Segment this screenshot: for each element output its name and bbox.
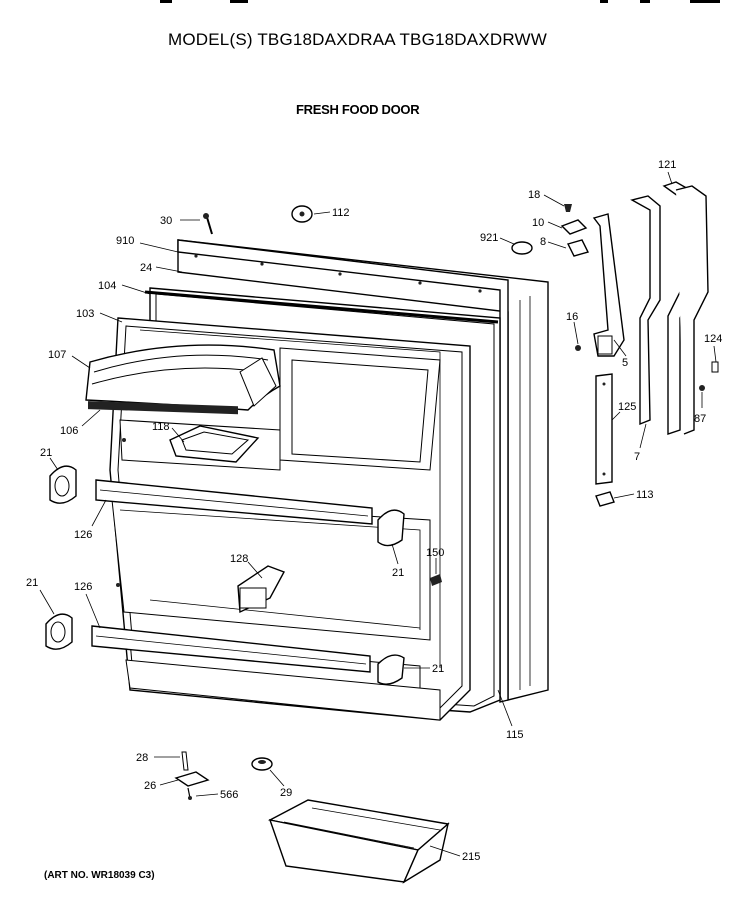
callout-labels: 30 112 910 24 104 103 107 106 118 21 126… [26,159,722,863]
scan-edge-mark [160,0,172,3]
callout-5: 5 [622,357,628,369]
screw-566 [187,787,192,800]
callout-26: 26 [144,780,156,792]
callout-113: 113 [636,489,654,501]
hinge-strip-7 [630,195,661,426]
callout-150: 150 [426,547,444,559]
scan-edge-mark [230,0,248,3]
callout-29: 29 [280,787,292,799]
dairy-door [85,344,281,415]
callout-103: 103 [76,308,94,320]
callout-21-d: 21 [432,663,444,675]
callout-107: 107 [48,349,66,361]
small-parts-right [511,204,719,391]
callout-21-c: 21 [26,577,38,589]
hinge-pin-113 [595,491,615,507]
callout-16: 16 [566,311,578,323]
callout-910: 910 [116,235,134,247]
callout-921: 921 [480,232,498,244]
callout-121: 121 [658,159,676,171]
art-number: (ART NO. WR18039 C3) [44,870,155,881]
scan-edge-mark [600,0,608,3]
callout-125: 125 [618,401,636,413]
callout-104: 104 [98,280,116,292]
door-liner [109,317,471,721]
callout-112: 112 [332,207,350,219]
callout-24: 24 [140,262,152,274]
callout-18: 18 [528,189,540,201]
end-cap-right-lower [377,654,405,685]
callout-215: 215 [462,851,480,863]
callout-28: 28 [136,752,148,764]
callout-87: 87 [694,413,706,425]
callout-126-a: 126 [74,529,92,541]
cap-29 [251,757,273,771]
callout-7: 7 [634,451,640,463]
butter-tray [169,425,260,463]
callout-106: 106 [60,425,78,437]
hinge-strip-121 [662,181,709,435]
callout-30: 30 [160,215,172,227]
scan-edge-mark [640,0,650,3]
callout-124: 124 [704,333,722,345]
model-numbers: MODEL(S) TBG18DAXDRAA TBG18DAXDRWW [168,30,547,49]
callout-21-a: 21 [40,447,52,459]
cap-112 [291,205,313,223]
end-cap-left-upper [49,465,77,504]
door-bin [267,799,450,884]
callout-118: 118 [152,421,170,433]
leader-lines [39,171,717,857]
section-title: FRESH FOOD DOOR [296,102,420,117]
screw-150 [430,574,442,586]
bin-bracket [237,565,285,614]
scan-edge-mark [690,0,720,3]
callout-115: 115 [506,729,524,741]
door-outer-shell [177,239,549,703]
hinge-bracket-5 [592,213,625,357]
callout-8: 8 [540,236,546,248]
callout-21-b: 21 [392,567,404,579]
end-cap-right-upper [377,509,405,547]
callout-10: 10 [532,217,544,229]
shelf-bar-lower [91,625,371,673]
screw-30 [203,213,213,235]
callout-126-b: 126 [74,581,92,593]
end-cap-left-lower [45,613,73,650]
part-26 [174,771,210,787]
hinge-cover-125 [595,373,613,485]
callout-128: 128 [230,553,248,565]
part-28 [181,751,189,771]
shelf-bar-upper [95,479,373,525]
callout-566: 566 [220,789,238,801]
